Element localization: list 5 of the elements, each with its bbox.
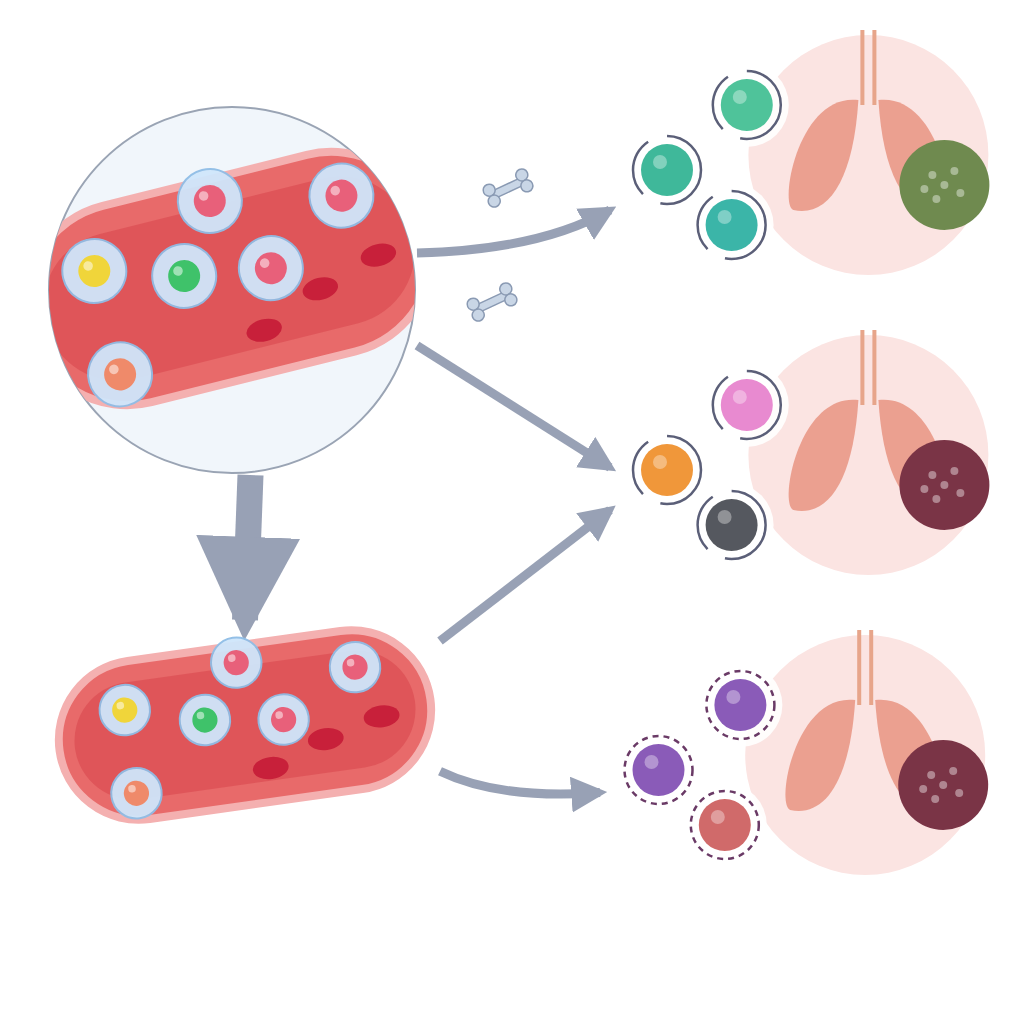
arrow xyxy=(196,474,301,641)
arrow xyxy=(437,505,616,645)
arrow xyxy=(414,341,617,472)
magnified-blood-vessel-drawing xyxy=(47,105,417,475)
arrow xyxy=(416,206,617,258)
